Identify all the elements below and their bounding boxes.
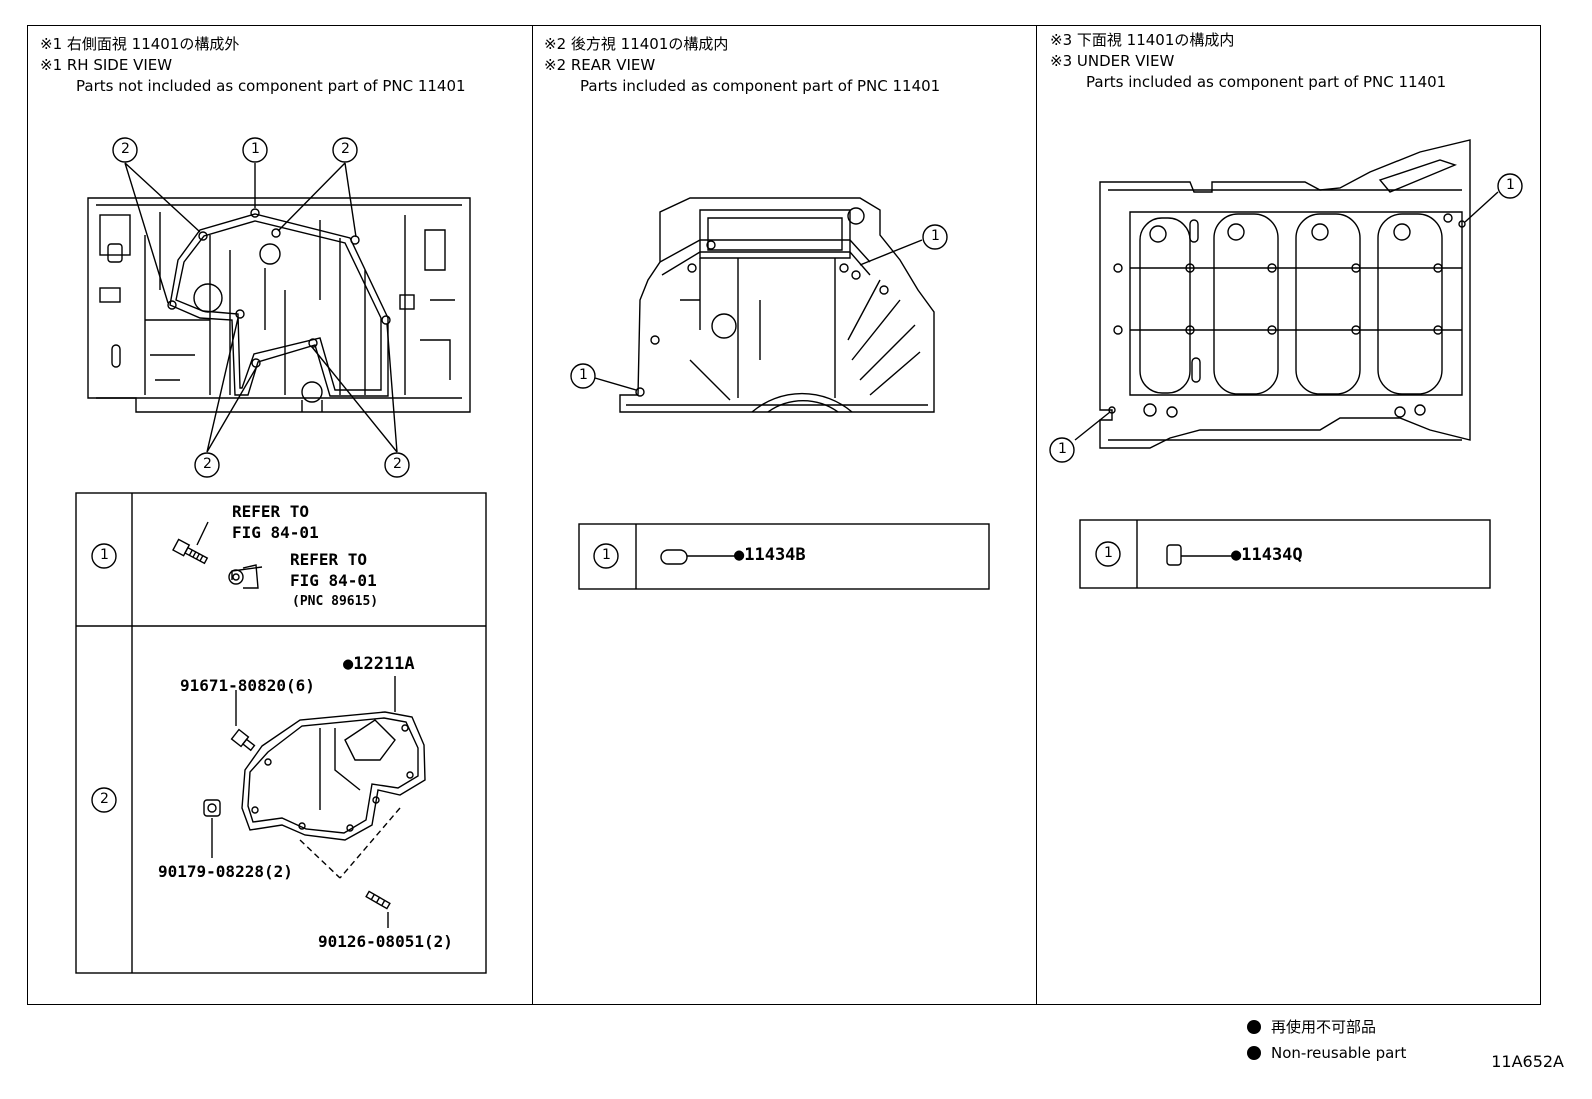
panel-3-header: ※3 下面視 11401の構成内 ※3 UNDER VIEW Parts inc…	[1050, 30, 1446, 93]
legend: 再使用不可部品 Non-reusable part	[1247, 1014, 1406, 1066]
figure-code: 11A652A	[1491, 1052, 1564, 1071]
part-number-90179: 90179-08228(2)	[158, 862, 293, 881]
table-2-row-1-index: 1	[602, 547, 611, 563]
panel-1-parts-table	[75, 492, 487, 974]
panel-2-header: ※2 後方視 11401の構成内 ※2 REAR VIEW Parts incl…	[544, 34, 940, 97]
under-view-engine-block	[1074, 139, 1499, 449]
panel-1-title-jp: ※1 右側面視 11401の構成外	[40, 35, 240, 53]
pnc-reference: (PNC 89615)	[292, 594, 379, 609]
rh-side-engine-block	[87, 162, 471, 453]
panel-3-parts-table	[1079, 519, 1491, 589]
panel-1-callouts	[112, 137, 410, 478]
non-reusable-dot-icon	[1247, 1020, 1261, 1034]
panel-1-header: ※1 右側面視 11401の構成外 ※1 RH SIDE VIEW Parts …	[40, 34, 466, 97]
table-1-row-2-index: 2	[100, 791, 109, 807]
panel-3-callouts	[1049, 173, 1523, 463]
rear-engine-block	[594, 197, 935, 413]
table-3-row-1-index: 1	[1104, 545, 1113, 561]
panel-3-title-en: ※3 UNDER VIEW	[1050, 52, 1175, 70]
panel-1-title-en: ※1 RH SIDE VIEW	[40, 56, 173, 74]
refer-to-label: REFER TO	[232, 502, 310, 521]
part-number-12211A: ●12211A	[343, 654, 415, 674]
table-1-row-1-index: 1	[100, 547, 109, 563]
panel-divider-2	[1036, 25, 1037, 1005]
part-number-11434Q: ●11434Q	[1231, 545, 1303, 565]
panel-3-subtitle: Parts included as component part of PNC …	[1086, 73, 1447, 91]
panel-2-title-jp: ※2 後方視 11401の構成内	[544, 35, 729, 53]
panel-3-title-jp: ※3 下面視 11401の構成内	[1050, 31, 1235, 49]
callout-1: 1	[579, 367, 588, 383]
part-number-90126: 90126-08051(2)	[318, 932, 453, 951]
fig-reference: FIG 84-01	[290, 571, 377, 590]
callout-1: 1	[1506, 177, 1515, 193]
legend-item-en: Non-reusable part	[1247, 1040, 1406, 1066]
diagram-frame	[27, 25, 1541, 1005]
panel-1-subtitle: Parts not included as component part of …	[76, 77, 466, 95]
non-reusable-dot-icon	[1247, 1046, 1261, 1060]
legend-item-jp: 再使用不可部品	[1247, 1014, 1406, 1040]
panel-divider-1	[532, 25, 533, 1005]
panel-2-subtitle: Parts included as component part of PNC …	[580, 77, 941, 95]
part-number-11434B: ●11434B	[734, 545, 806, 565]
callout-1: 1	[931, 228, 940, 244]
panel-2-callouts	[570, 224, 948, 389]
panel-2-title-en: ※2 REAR VIEW	[544, 56, 656, 74]
callout-2: 2	[121, 141, 130, 157]
callout-2: 2	[393, 456, 402, 472]
callout-2: 2	[203, 456, 212, 472]
panel-2-parts-table	[578, 523, 990, 590]
refer-to-label: REFER TO	[290, 550, 368, 569]
callout-1: 1	[1058, 441, 1067, 457]
callout-1: 1	[251, 141, 260, 157]
fig-reference: FIG 84-01	[232, 523, 319, 542]
callout-2: 2	[341, 141, 350, 157]
part-number-91671: 91671-80820(6)	[180, 676, 315, 695]
